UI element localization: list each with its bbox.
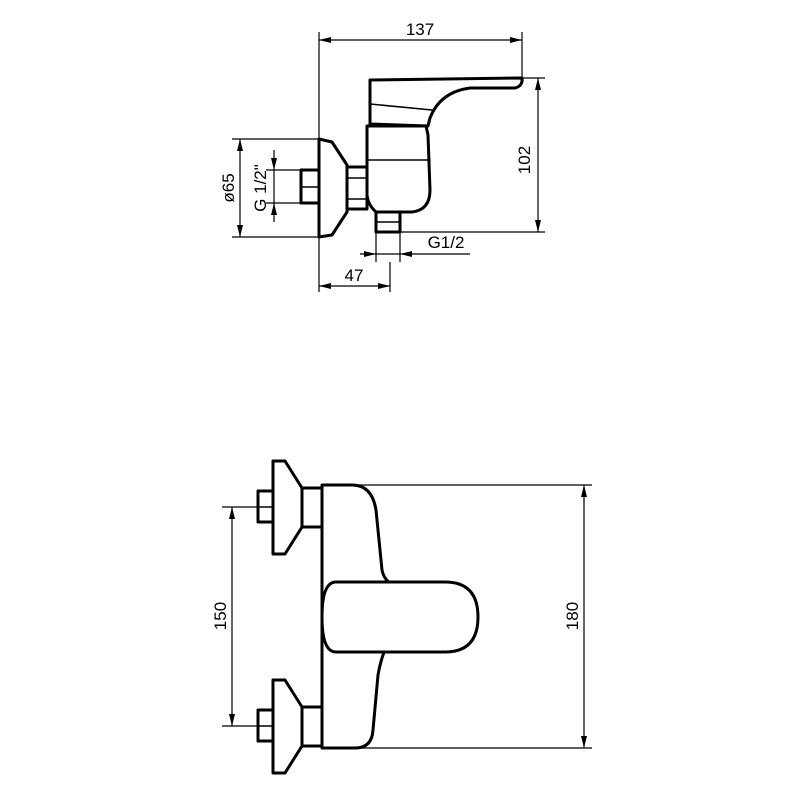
- dim-height-102: 102: [515, 146, 534, 174]
- dim-flange-diameter: ø65: [219, 173, 238, 202]
- front-upper-flange: [271, 459, 304, 556]
- dim-inlet-spacing-150: 150: [211, 602, 230, 630]
- front-upper-nut: [300, 486, 324, 529]
- side-valve-body: [365, 124, 432, 214]
- front-lower-nut: [300, 705, 324, 748]
- front-lever-handle: [320, 580, 480, 654]
- dim-depth-47: 47: [345, 266, 364, 285]
- dim-width-137: 137: [406, 20, 434, 39]
- front-view: 150 180: [211, 459, 592, 775]
- dim-inlet-thread: G 1/2": [251, 164, 270, 212]
- front-lower-flange: [271, 678, 304, 775]
- dim-outlet-thread: G1/2: [428, 233, 465, 252]
- dim-overall-height-180: 180: [563, 602, 582, 630]
- side-hex-nut: [345, 165, 369, 211]
- side-wall-flange: [317, 137, 349, 239]
- side-lever-handle: [368, 76, 524, 128]
- side-view: 137 102 ø65 G 1/2" G1/2 4: [219, 20, 545, 292]
